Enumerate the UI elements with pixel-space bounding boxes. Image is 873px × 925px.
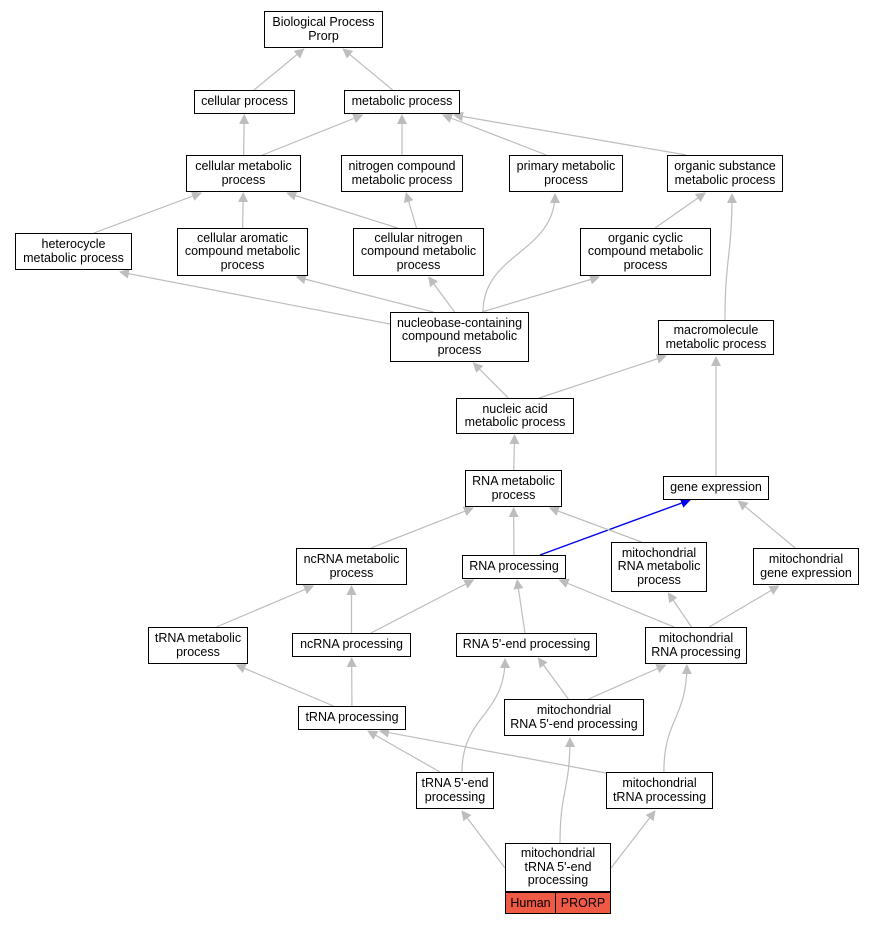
go-term-cacmp[interactable]: cellular aromatic compound metabolic pro… — [177, 228, 308, 276]
edge-rnap-to-ge — [539, 498, 691, 556]
edge-mge-to-ge — [737, 500, 796, 549]
edge-mrnap-to-rnap — [558, 578, 675, 628]
go-term-cp[interactable]: cellular process — [194, 90, 295, 114]
go-term-cncmp[interactable]: cellular nitrogen compound metabolic pro… — [353, 228, 484, 276]
go-term-rna5p[interactable]: RNA 5'-end processing — [456, 633, 597, 657]
edge-trna5p-to-rna5p — [461, 658, 510, 773]
edge-cmp-to-mp — [262, 113, 364, 156]
go-term-ge[interactable]: gene expression — [663, 476, 769, 500]
edge-mrna5p-to-mrnap — [588, 664, 667, 700]
go-term-mge[interactable]: mitochondrial gene expression — [753, 548, 859, 585]
go-term-nbcmp[interactable]: nucleobase-containing compound metabolic… — [390, 312, 529, 362]
edge-mtrna5p-to-trna5p — [461, 810, 506, 869]
edge-namp-to-mmp — [538, 354, 667, 399]
edge-hmp-to-cmp — [93, 191, 202, 234]
go-term-pmp[interactable]: primary metabolic process — [509, 155, 623, 192]
edge-occmp-to-osmp — [654, 192, 706, 229]
species-tag: Human — [505, 892, 556, 914]
edge-mmp-to-osmp — [724, 193, 737, 321]
edge-cncmp-to-ncmp — [403, 192, 418, 229]
go-term-bp[interactable]: Biological Process Prorp — [264, 11, 383, 48]
edge-mtrna5p-to-mrna5p — [559, 737, 575, 844]
edge-namp-to-nbcmp — [472, 362, 509, 399]
go-term-trnamp[interactable]: tRNA metabolic process — [148, 627, 248, 664]
go-term-mtrna5p[interactable]: mitochondrial tRNA 5'-end processing — [505, 843, 611, 892]
go-term-trna5p[interactable]: tRNA 5'-end processing — [416, 772, 494, 809]
go-term-mp[interactable]: metabolic process — [344, 90, 460, 114]
go-term-rnamp[interactable]: RNA metabolic process — [465, 470, 562, 507]
edge-rnamp-to-namp — [509, 434, 520, 471]
go-term-ncmp[interactable]: nitrogen compound metabolic process — [341, 155, 463, 192]
edge-mrnap-to-mge — [708, 585, 780, 628]
go-term-rnap[interactable]: RNA processing — [462, 555, 566, 579]
go-term-ncrnamp[interactable]: ncRNA metabolic process — [296, 548, 407, 585]
go-term-mrnap[interactable]: mitochondrial RNA processing — [645, 627, 747, 664]
edge-osmp-to-mp — [453, 111, 687, 156]
edge-ncrnap-to-rnap — [370, 579, 475, 634]
edge-nbcmp-to-pmp — [482, 193, 560, 313]
go-term-hmp[interactable]: heterocycle metabolic process — [15, 233, 132, 270]
go-term-osmp[interactable]: organic substance metabolic process — [667, 155, 783, 192]
edge-nbcmp-to-occmp — [481, 274, 600, 313]
go-term-namp[interactable]: nucleic acid metabolic process — [456, 398, 574, 434]
edge-pmp-to-mp — [442, 113, 547, 156]
edge-cncmp-to-cmp — [286, 190, 398, 229]
go-term-cmp[interactable]: cellular metabolic process — [186, 155, 301, 192]
edge-mrnamp-to-rnamp — [548, 506, 642, 543]
edge-trnamp-to-ncrnamp — [216, 584, 315, 628]
edge-nbcmp-to-hmp — [119, 268, 391, 325]
edge-nbcmp-to-cncmp — [428, 276, 456, 313]
edge-mtrna5p-to-mtrnap — [610, 810, 656, 869]
go-term-ncrnap[interactable]: ncRNA processing — [292, 633, 411, 657]
edge-mrna5p-to-rna5p — [537, 657, 569, 700]
edge-mtrnap-to-mrnap — [663, 664, 692, 773]
edge-trna5p-to-trnap — [367, 730, 441, 773]
edge-ncrnamp-to-rnamp — [370, 506, 474, 549]
gene-tag: PRORP — [556, 892, 611, 914]
edge-cacmp-to-cmp — [238, 192, 249, 229]
edge-cp-to-bp — [253, 48, 305, 91]
go-term-mtrnap[interactable]: mitochondrial tRNA processing — [606, 772, 713, 809]
edge-mp-to-bp — [342, 48, 393, 91]
gene-annotation: Human PRORP — [505, 892, 611, 914]
go-term-occmp[interactable]: organic cyclic compound metabolic proces… — [580, 228, 711, 276]
edge-cmp-to-cp — [239, 114, 250, 156]
edge-trnap-to-trnamp — [235, 663, 334, 707]
edge-nbcmp-to-cacmp — [295, 274, 434, 313]
edge-mtrnap-to-trnap — [379, 727, 607, 774]
edge-rna5p-to-rnap — [513, 579, 526, 634]
go-term-mrna5p[interactable]: mitochondrial RNA 5'-end processing — [504, 699, 644, 736]
go-term-mmp[interactable]: macromolecule metabolic process — [658, 320, 774, 355]
edge-mrnap-to-mrnamp — [667, 592, 693, 628]
go-term-mrnamp[interactable]: mitochondrial RNA metabolic process — [611, 542, 707, 592]
go-term-trnap[interactable]: tRNA processing — [298, 706, 406, 730]
